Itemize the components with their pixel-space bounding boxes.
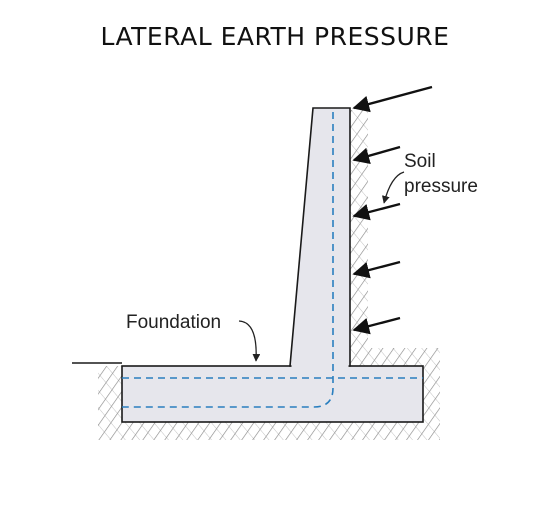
pressure-arrow	[352, 260, 401, 279]
pressure-arrow	[352, 316, 401, 335]
foundation-label: Foundation	[126, 312, 221, 333]
wall-stem	[289, 107, 351, 367]
pressure-arrow	[352, 145, 401, 164]
pressure-arrow	[352, 202, 401, 221]
soil-pressure-leader	[381, 171, 405, 204]
soil-pressure-label-line2: pressure	[404, 176, 478, 197]
soil-backfill-hatch	[350, 110, 440, 366]
foundation-footing	[121, 365, 424, 423]
diagram-title: LATERAL EARTH PRESSURE	[100, 22, 450, 51]
pressure-arrow	[352, 85, 433, 113]
reinforcement-rebar	[122, 112, 423, 408]
foundation-leader	[238, 320, 261, 362]
soil-foundation-hatch	[98, 366, 440, 440]
soil-pressure-arrows	[352, 85, 433, 335]
soil-pressure-label-line1: Soil	[404, 151, 436, 172]
